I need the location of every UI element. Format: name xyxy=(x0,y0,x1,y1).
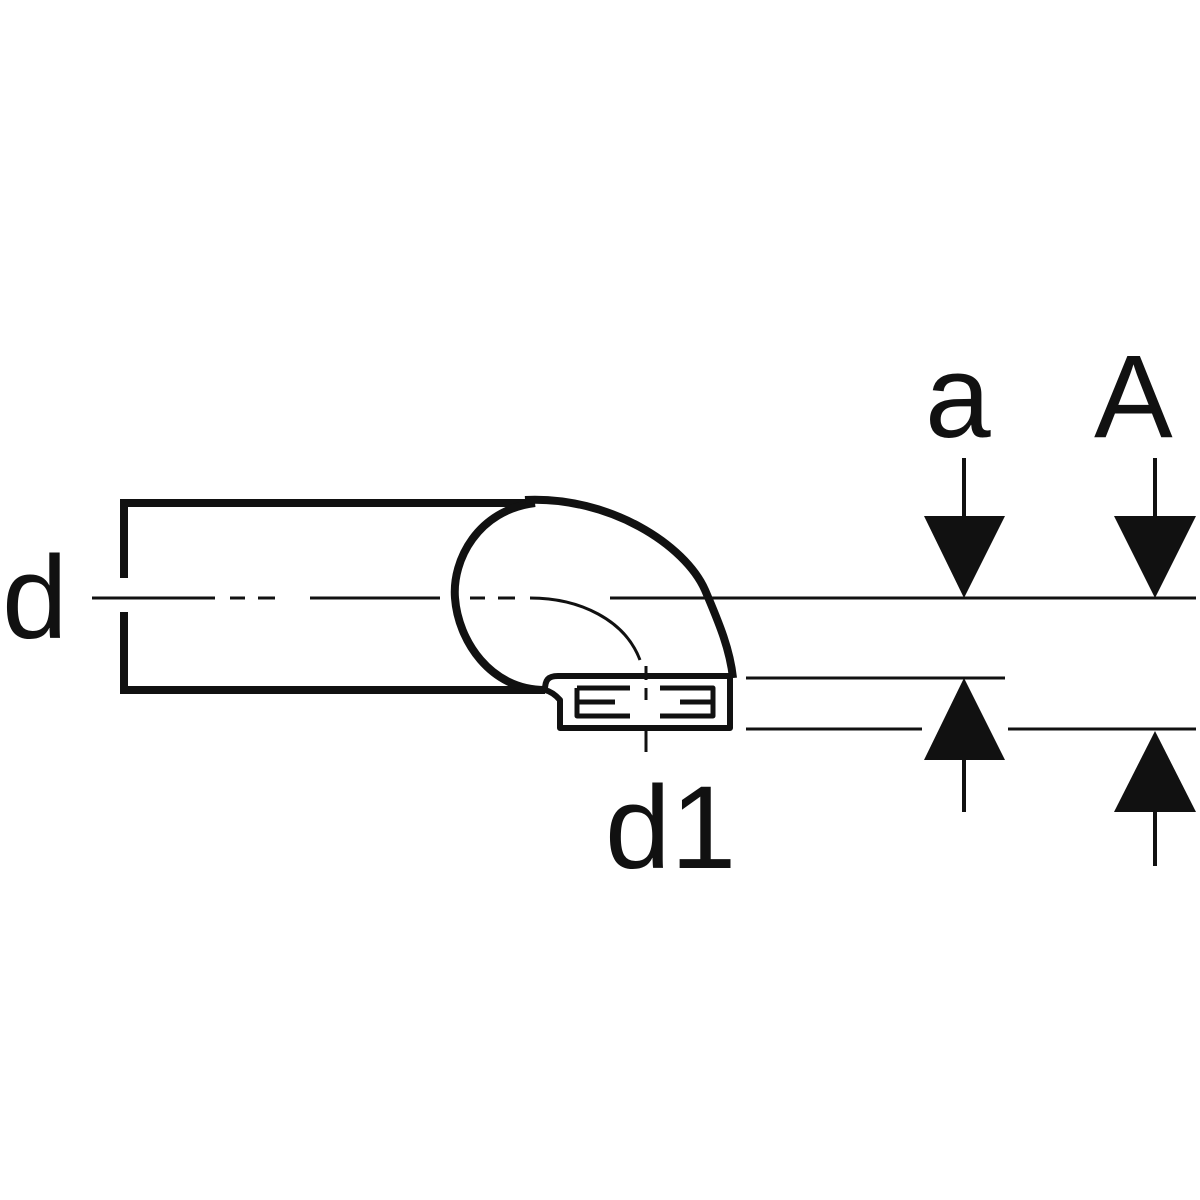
label-d: d xyxy=(2,532,68,664)
dimension-A xyxy=(1114,458,1196,866)
elbow-opening-arc xyxy=(450,499,546,694)
dimension-a-arrow-down xyxy=(924,516,1005,598)
nozzle-thread-right xyxy=(660,685,716,719)
dimension-A-arrow-up xyxy=(1114,731,1196,812)
label-A: A xyxy=(1094,331,1173,463)
nozzle-thread-left xyxy=(574,685,630,719)
elbow-bend xyxy=(450,495,737,694)
dimension-A-arrow-down xyxy=(1114,516,1196,598)
dimension-a xyxy=(924,458,1005,812)
elbow-outer-sweep xyxy=(524,495,737,679)
elbow-centerline-curve xyxy=(529,596,642,661)
nozzle-outline xyxy=(542,673,733,731)
outlet-nozzle xyxy=(542,666,733,752)
label-a: a xyxy=(925,331,991,463)
label-d1: d1 xyxy=(605,762,736,894)
extension-lines xyxy=(610,596,1196,731)
dimension-a-arrow-up xyxy=(924,678,1005,760)
pipe-body xyxy=(120,499,545,694)
